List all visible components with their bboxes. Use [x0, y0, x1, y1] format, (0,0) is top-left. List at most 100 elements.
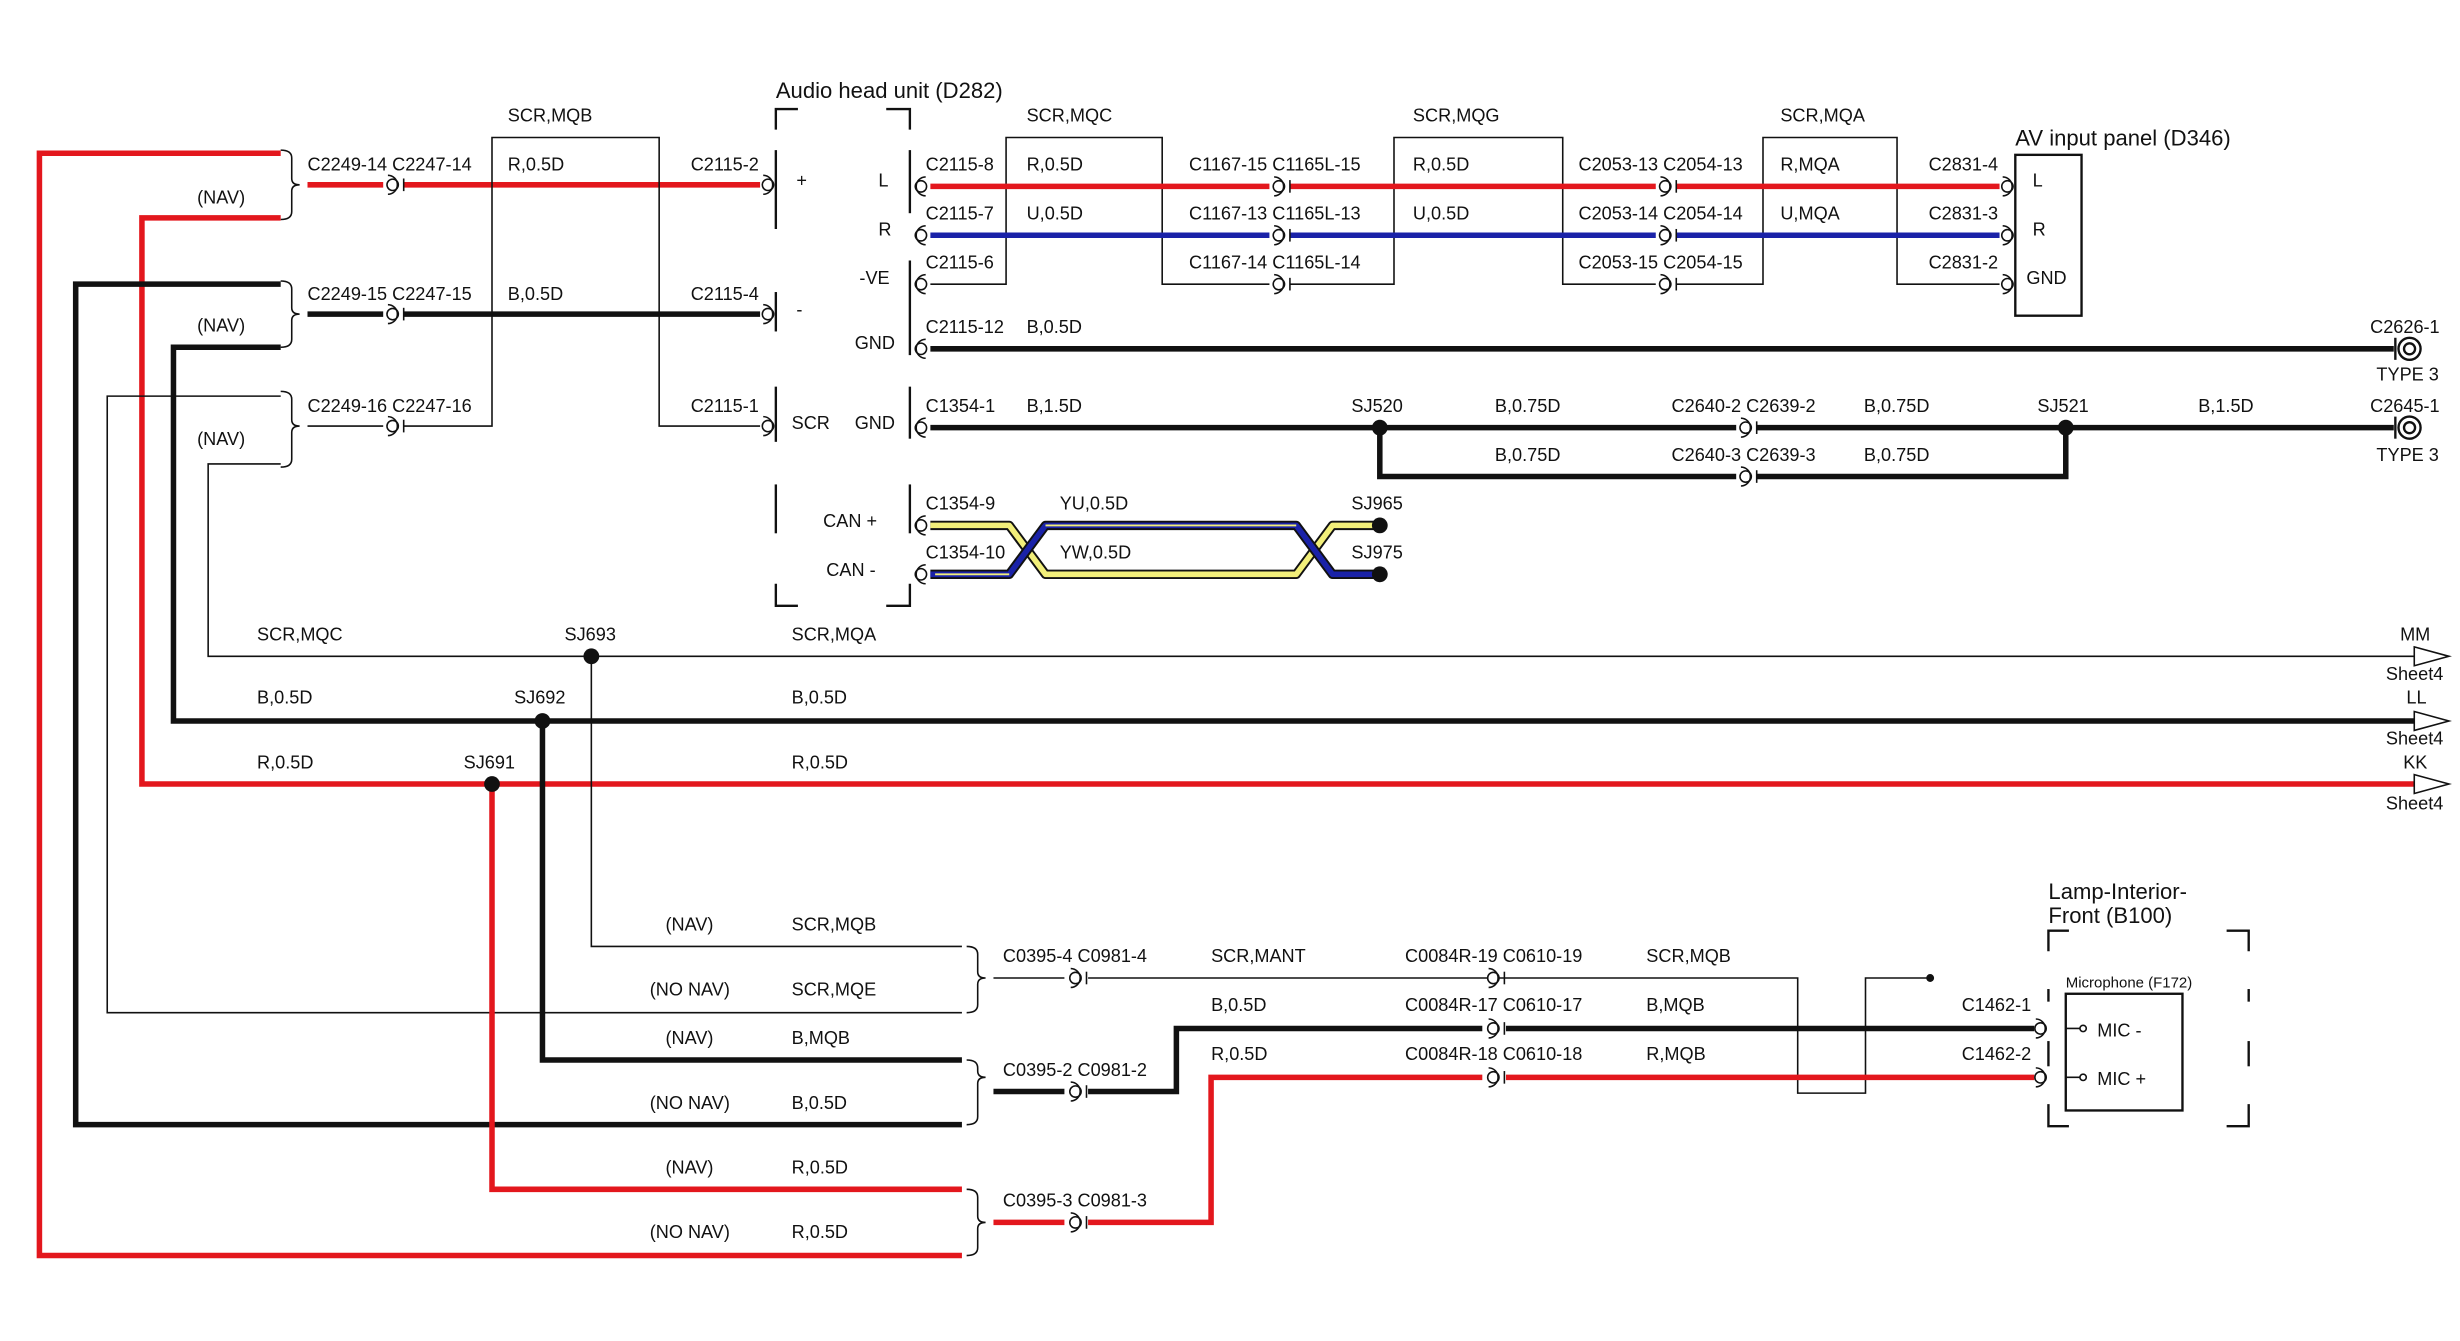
splice-dot-icon — [484, 648, 600, 792]
pin-ve: -VE — [859, 268, 889, 288]
option-label: (NO NAV) — [650, 1222, 730, 1242]
wire-label: YW,0.5D — [1060, 543, 1132, 563]
connector-label: C2249-14 C2247-14 — [308, 155, 472, 175]
wire-label: SCR,MQB — [792, 915, 877, 935]
connector-pin-icon — [1272, 176, 1291, 197]
left-brace-group — [280, 149, 300, 468]
option-label: (NO NAV) — [650, 979, 730, 999]
connector-label: C1354-1 — [926, 396, 996, 416]
connector-label: C2115-12 — [926, 317, 1004, 337]
sheet-ref-page: Sheet4 — [2386, 664, 2443, 684]
connector-pin-icon — [386, 174, 2048, 1233]
lower-harness-wires — [993, 977, 2035, 1226]
terminal-type: TYPE 3 — [2376, 364, 2438, 384]
connector-label: C2053-14 C2054-14 — [1579, 204, 1743, 224]
pin-plus: + — [796, 170, 807, 190]
connector-pin-icon — [1068, 967, 1088, 989]
connector-label: C0395-2 C0981-2 — [1003, 1060, 1147, 1080]
connector-label: C2115-2 — [691, 155, 759, 175]
lower-brace-group — [966, 945, 986, 1257]
wire-label: SCR,MANT — [1211, 946, 1306, 966]
connector-pin-icon — [386, 303, 405, 325]
wire-label: R,0.5D — [792, 752, 848, 772]
connector-pin-icon — [2000, 176, 2014, 197]
splice-label: SJ691 — [464, 752, 515, 772]
audio-signal-wires — [930, 183, 2000, 239]
connector-label: C2831-4 — [1929, 155, 1999, 175]
pin-gnd1: GND — [855, 333, 895, 353]
connector-pin-icon — [914, 515, 928, 536]
connector-pin-icon — [1658, 225, 1678, 246]
connector-label: C1167-14 C1165L-14 — [1189, 252, 1361, 272]
option-label: (NO NAV) — [650, 1093, 730, 1113]
connector-label: C1462-1 — [1962, 995, 2032, 1015]
connector-pin-icon — [1486, 1018, 1506, 1039]
head-unit-title: Audio head unit (D282) — [776, 78, 1003, 103]
connector-label: C2115-6 — [926, 252, 994, 272]
wire-label: SCR,MQA — [792, 625, 878, 645]
splice-label: SJ521 — [2037, 396, 2088, 416]
pin-can-plus: CAN + — [823, 511, 877, 531]
splice-dot-icon — [1371, 419, 2074, 436]
connector-label: C2115-7 — [926, 204, 994, 224]
lamp-title-line1: Lamp-Interior- — [2048, 879, 2187, 904]
connector-label: C2115-1 — [691, 396, 759, 416]
connector-pin-icon — [914, 176, 928, 197]
connector-label: C2831-3 — [1929, 204, 1999, 224]
connector-pin-icon — [761, 303, 775, 325]
connector-pin-icon — [1739, 466, 1758, 487]
wire-label: R,0.5D — [1027, 155, 1083, 175]
pin-can-minus: CAN - — [826, 560, 875, 580]
sheet-ref-page: Sheet4 — [2386, 729, 2443, 749]
av-input-panel-box — [2014, 153, 2083, 317]
connector-label: C1462-2 — [1962, 1044, 2032, 1064]
connector-label: C2640-2 C2639-2 — [1672, 396, 1816, 416]
left-loop-wires — [36, 150, 2429, 1259]
connector-pin-icon — [2034, 1067, 2048, 1088]
wire-label: SCR,MQA — [1780, 106, 1865, 126]
labels: Audio head unit (D282) AV input panel (D… — [197, 78, 2443, 1242]
wire-label: SCR,MQE — [792, 979, 877, 999]
option-label: (NAV) — [197, 429, 245, 449]
connector-pin-icon — [1068, 1081, 1088, 1102]
connector-pin-icon — [761, 415, 775, 437]
wire-label: SCR,MQG — [1413, 106, 1500, 126]
pin-scr: SCR — [792, 413, 830, 433]
connector-pin-icon — [2034, 1018, 2048, 1039]
connector-pin-icon — [1658, 176, 1678, 197]
wire-label: B,MQB — [1646, 995, 1704, 1015]
microphone-box — [2064, 992, 2184, 1112]
mic-pin-plus: MIC + — [2097, 1069, 2146, 1089]
wire-label: B,0.5D — [1027, 317, 1082, 337]
connector-pin-icon — [1486, 967, 1506, 989]
sheet-ref-code: LL — [2406, 688, 2426, 708]
pin-minus: - — [796, 300, 802, 320]
connector-label: C2626-1 — [2370, 317, 2440, 337]
connector-label: C0395-3 C0981-3 — [1003, 1191, 1147, 1211]
left-harness-wires — [307, 136, 761, 427]
connector-pin-icon — [914, 273, 928, 295]
connector-label: C1354-10 — [926, 543, 1006, 563]
wire-label: SCR,MQB — [508, 106, 593, 126]
connector-label: C2115-4 — [691, 284, 759, 304]
connector-pin-icon — [914, 564, 928, 585]
sheet-ref-code: KK — [2403, 752, 2427, 772]
wire-label: R,0.5D — [792, 1158, 848, 1178]
wire-label: R,0.5D — [1413, 155, 1469, 175]
option-label: (NAV) — [665, 1158, 713, 1178]
splice-label: SJ520 — [1351, 396, 1402, 416]
sheet-ref-code: MM — [2400, 625, 2430, 645]
connector-pin-icon — [386, 415, 405, 437]
connector-label: C1167-15 C1165L-15 — [1189, 155, 1361, 175]
wire-label: B,0.5D — [508, 284, 563, 304]
microphone-title: Microphone (F172) — [2066, 974, 2192, 991]
connector-pin-icon — [761, 174, 775, 196]
wire-label: U,0.5D — [1413, 204, 1469, 224]
connector-pin-icon — [1272, 225, 1291, 246]
connector-label: C2640-3 C2639-3 — [1672, 445, 1816, 465]
wire-label: R,0.5D — [257, 752, 313, 772]
splice-label: SJ965 — [1351, 494, 1402, 514]
connector-label: C0084R-18 C0610-18 — [1405, 1044, 1582, 1064]
